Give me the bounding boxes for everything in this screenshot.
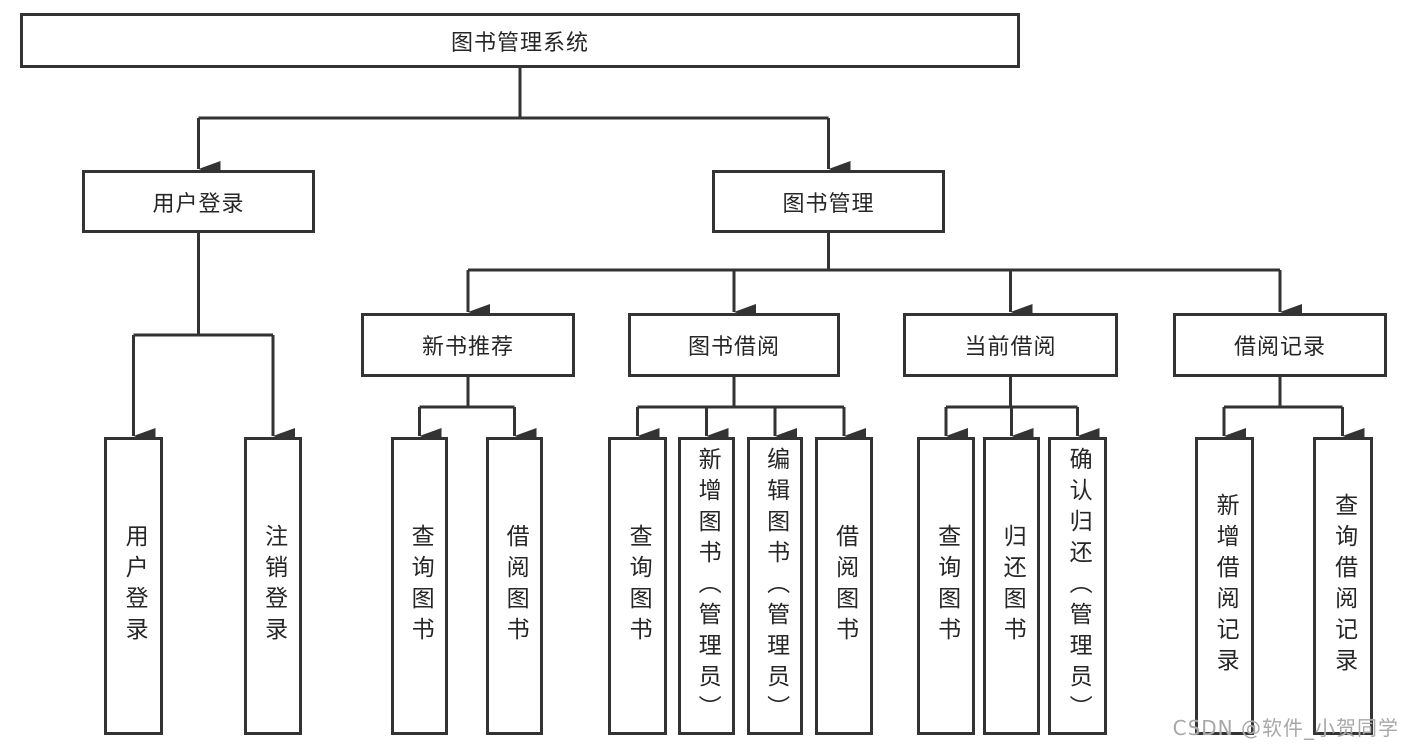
node-new-book-recommend: 新书推荐 [361, 313, 575, 377]
leaf-edit-book-admin: 编辑图书（管理员） [747, 437, 803, 735]
node-book-borrow-label: 图书借阅 [687, 335, 780, 360]
watermark: CSDN @软件_小贺同学 [1172, 716, 1399, 740]
leaf-query-books-recommend-label: 查询图书 [407, 524, 434, 648]
node-book-management-label: 图书管理 [782, 191, 875, 217]
node-library-system-label: 图书管理系统 [450, 30, 589, 56]
leaf-return-book: 归还图书 [983, 437, 1040, 735]
leaf-borrow-books-recommend: 借阅图书 [486, 437, 543, 735]
node-user-login: 用户登录 [82, 170, 315, 233]
leaf-return-book-label: 归还图书 [999, 524, 1026, 648]
leaf-user-login-label: 用户登录 [121, 524, 148, 648]
leaf-query-borrow-record-label: 查询借阅记录 [1330, 493, 1357, 679]
leaf-confirm-return-admin-label: 确认归还（管理员） [1065, 446, 1092, 726]
leaf-query-books-borrow-label: 查询图书 [625, 524, 652, 648]
node-new-book-recommend-label: 新书推荐 [421, 335, 514, 360]
node-library-system: 图书管理系统 [20, 13, 1020, 68]
leaf-query-books-current: 查询图书 [917, 437, 975, 735]
leaf-user-login: 用户登录 [104, 437, 163, 735]
leaf-edit-book-admin-label: 编辑图书（管理员） [762, 446, 789, 726]
leaf-query-borrow-record: 查询借阅记录 [1313, 437, 1373, 735]
leaf-add-book-admin: 新增图书（管理员） [678, 437, 735, 735]
leaf-add-book-admin-label: 新增图书（管理员） [694, 446, 721, 726]
leaf-logout-label: 注销登录 [260, 524, 287, 648]
leaf-query-books-recommend: 查询图书 [391, 437, 448, 735]
leaf-borrow-books-label: 借阅图书 [831, 524, 858, 648]
node-current-borrow: 当前借阅 [903, 313, 1118, 377]
leaf-query-books-current-label: 查询图书 [933, 524, 960, 648]
leaf-borrow-books: 借阅图书 [815, 437, 873, 735]
node-borrow-records: 借阅记录 [1173, 313, 1387, 377]
leaf-query-books-borrow: 查询图书 [608, 437, 667, 735]
leaf-borrow-books-recommend-label: 借阅图书 [502, 524, 529, 648]
node-current-borrow-label: 当前借阅 [964, 335, 1057, 360]
leaf-add-borrow-record-label: 新增借阅记录 [1212, 493, 1239, 679]
node-book-management: 图书管理 [712, 170, 945, 233]
node-user-login-label: 用户登录 [152, 191, 245, 217]
leaf-logout: 注销登录 [244, 437, 302, 735]
node-book-borrow: 图书借阅 [628, 313, 840, 377]
leaf-confirm-return-admin: 确认归还（管理员） [1048, 437, 1107, 735]
leaf-add-borrow-record: 新增借阅记录 [1195, 437, 1254, 735]
node-borrow-records-label: 借阅记录 [1233, 335, 1326, 360]
